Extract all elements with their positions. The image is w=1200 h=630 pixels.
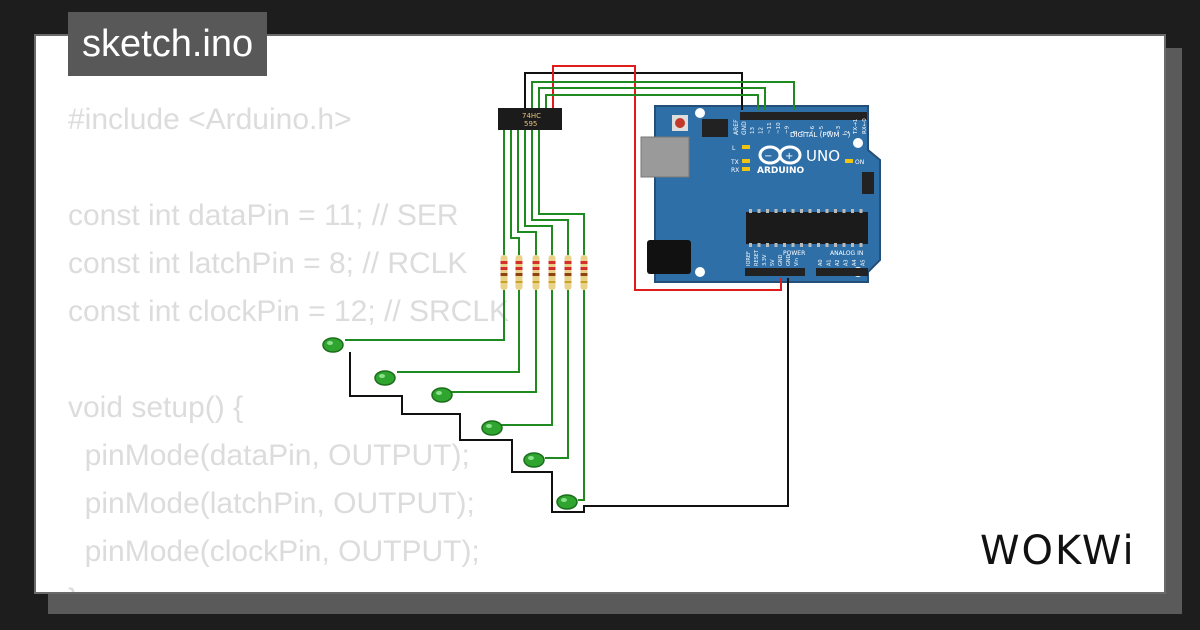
code-editor: #include <Arduino.h> const int dataPin =… [68,96,510,592]
top-pin-label: ~6 [810,125,816,134]
power-pin-label: GND [786,254,792,266]
analog-pin-label: A4 [852,259,858,266]
led-green[interactable] [523,452,545,468]
power-header [745,268,805,276]
led-green[interactable] [374,370,396,386]
icsp-header [702,119,728,137]
top-pin-label: 2 [845,131,851,135]
resistor[interactable] [564,255,572,290]
wire-latch[interactable] [531,81,795,110]
code-line: pinMode(dataPin, OUTPUT); [68,439,470,472]
uno-label: UNO [806,147,840,165]
digital-header-right [801,112,867,120]
aref-label: AREF [733,119,740,135]
gnd-label: GND [741,121,748,135]
resistor[interactable] [515,255,523,290]
led-on-label: ON [855,159,864,166]
leds[interactable] [322,337,578,510]
power-header-label: POWER [783,250,805,257]
wire-clock[interactable] [545,94,759,110]
wire-5v[interactable] [552,65,782,291]
atmega-pins [749,209,863,247]
power-pin-label: 3.3V [762,254,768,266]
led-tx-label: TX [730,159,739,166]
icsp2-header [862,172,874,194]
analog-header [816,268,868,276]
led-l [742,145,750,149]
resistor[interactable] [548,255,556,290]
power-jack [647,240,691,274]
led-on [845,159,853,163]
led-green[interactable] [322,337,344,353]
top-pin-label: RX←0 [862,118,868,134]
top-pin-label: 13 [750,127,756,134]
code-line: pinMode(latchPin, OUTPUT); [68,487,475,520]
arduino-logo-icon: − + [758,145,802,165]
resistor[interactable] [532,255,540,290]
svg-text:+: + [785,151,793,162]
top-pin-label: 8 [793,130,799,134]
wires[interactable] [345,65,795,513]
power-pin-label: GND [778,254,784,266]
svg-text:−: − [764,151,772,162]
top-pin-label: ~5 [819,125,825,134]
code-line: const int clockPin = 12; // SRCLK [68,295,510,328]
led-tx [742,159,750,163]
file-name-tab[interactable]: sketch.ino [68,12,268,76]
chip-label-1: 74HC [522,112,541,120]
resistors[interactable] [500,255,588,290]
wire-gnd[interactable] [524,72,743,110]
usb-port [640,136,690,178]
digital-header-left [740,112,808,120]
top-pin-label: TX→1 [853,119,859,135]
reset-button-cap [675,118,685,128]
code-line: } [68,583,78,592]
arduino-label: ARDUINO [757,166,805,176]
analog-pin-label: A2 [835,259,841,266]
power-pin-label: 5V [770,259,776,266]
led-rx-label: RX [731,167,739,174]
code-line: void setup() { [68,391,244,424]
led-rx [742,167,750,171]
chip-label-2: 595 [524,120,537,128]
code-line: pinMode(clockPin, OUTPUT); [68,535,480,568]
resistor[interactable] [580,255,588,290]
analog-pin-label: A3 [844,259,850,266]
top-pin-label: ~9 [784,125,790,134]
atmega-chip [746,212,868,244]
analog-pin-label: A1 [827,259,833,266]
led-l-label: L [732,145,736,152]
led-green[interactable] [431,387,453,403]
led-green[interactable] [481,420,503,436]
wire-data[interactable] [538,87,766,110]
led-green[interactable] [556,494,578,510]
top-pin-label: 12 [759,127,765,134]
power-pin-label: Vin [794,258,800,266]
analog-header-label: ANALOG IN [830,250,863,257]
shift-register-74hc595[interactable]: 74HC 595 [498,108,562,130]
code-line: #include <Arduino.h> [68,103,352,136]
code-line: const int dataPin = 11; // SER [68,199,459,232]
power-pin-label: RESET [754,249,760,266]
top-pin-label: 4 [827,130,833,134]
digital-header-label: DIGITAL (PWM ~) [790,131,851,139]
code-line: const int latchPin = 8; // RCLK [68,247,468,280]
wokwi-logo: WOKWi [980,528,1136,574]
analog-pin-label: A5 [861,259,867,266]
resistor[interactable] [500,255,508,290]
wire-led-ground[interactable] [349,278,789,513]
top-pin-label: 7 [802,130,808,134]
top-pin-label: ~3 [836,125,842,134]
power-pin-label: IOREF [746,251,752,266]
top-pin-label: ~10 [776,122,782,134]
top-pin-label: ~11 [767,122,773,134]
preview-card: #include <Arduino.h> const int dataPin =… [34,34,1166,594]
analog-pin-label: A0 [818,259,824,266]
